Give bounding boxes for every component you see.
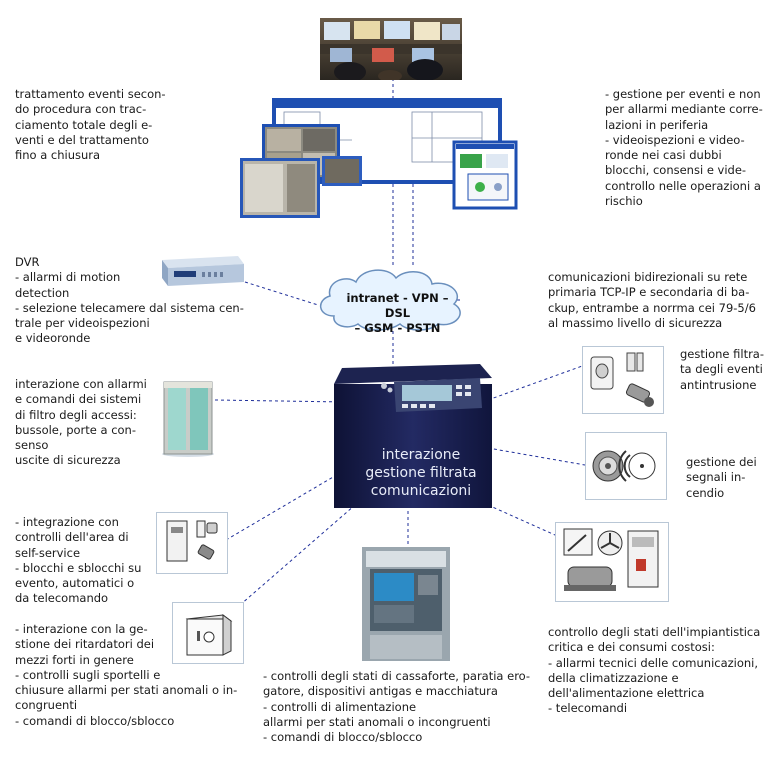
fire-detection-card — [585, 432, 667, 500]
self-service-control-icon — [166, 520, 218, 562]
label-event-management: - gestione per eventi e non per allarmi … — [605, 87, 763, 209]
safe-card — [172, 602, 244, 664]
label-self-service: - integrazione con controlli dell'area d… — [15, 515, 142, 606]
plant-equipment-card — [555, 522, 669, 602]
control-room-photo — [320, 18, 462, 80]
intrusion-sensors-card — [582, 346, 664, 414]
safe-icon — [185, 614, 233, 656]
label-communications: comunicazioni bidirezionali su rete prim… — [548, 270, 756, 330]
label-safes: - interazione con la ge- stione dei rita… — [15, 622, 238, 728]
central-unit-cabinet — [334, 364, 492, 508]
atm-machine — [362, 547, 450, 661]
central-unit-label: interazione gestione filtrata comunicazi… — [365, 447, 477, 499]
dvr-device — [162, 256, 244, 286]
label-plant: controllo degli stati dell'impiantistica… — [548, 625, 761, 716]
label-fire: gestione dei segnali in- cendio — [686, 455, 757, 500]
security-booth — [162, 381, 214, 457]
intrusion-sensors-icon — [590, 352, 654, 407]
smoke-detector-icon — [592, 450, 656, 482]
self-service-card — [156, 512, 228, 574]
label-access-control: interazione con allarmi e comandi dei si… — [15, 377, 147, 468]
label-dvr: DVR - allarmi di motion detection - sele… — [15, 255, 244, 346]
cloud-label: intranet - VPN – DSL – GSM - PSTN — [346, 291, 449, 335]
software-screens — [240, 98, 518, 218]
label-event-processing: trattamento eventi secon- do procedura c… — [15, 87, 166, 163]
label-atm: - controlli degli stati di cassaforte, p… — [263, 669, 531, 745]
network-cloud — [320, 269, 461, 331]
label-intrusion: gestione filtra- ta degli eventi antintr… — [680, 347, 764, 392]
plant-equipment-icon — [563, 528, 659, 591]
